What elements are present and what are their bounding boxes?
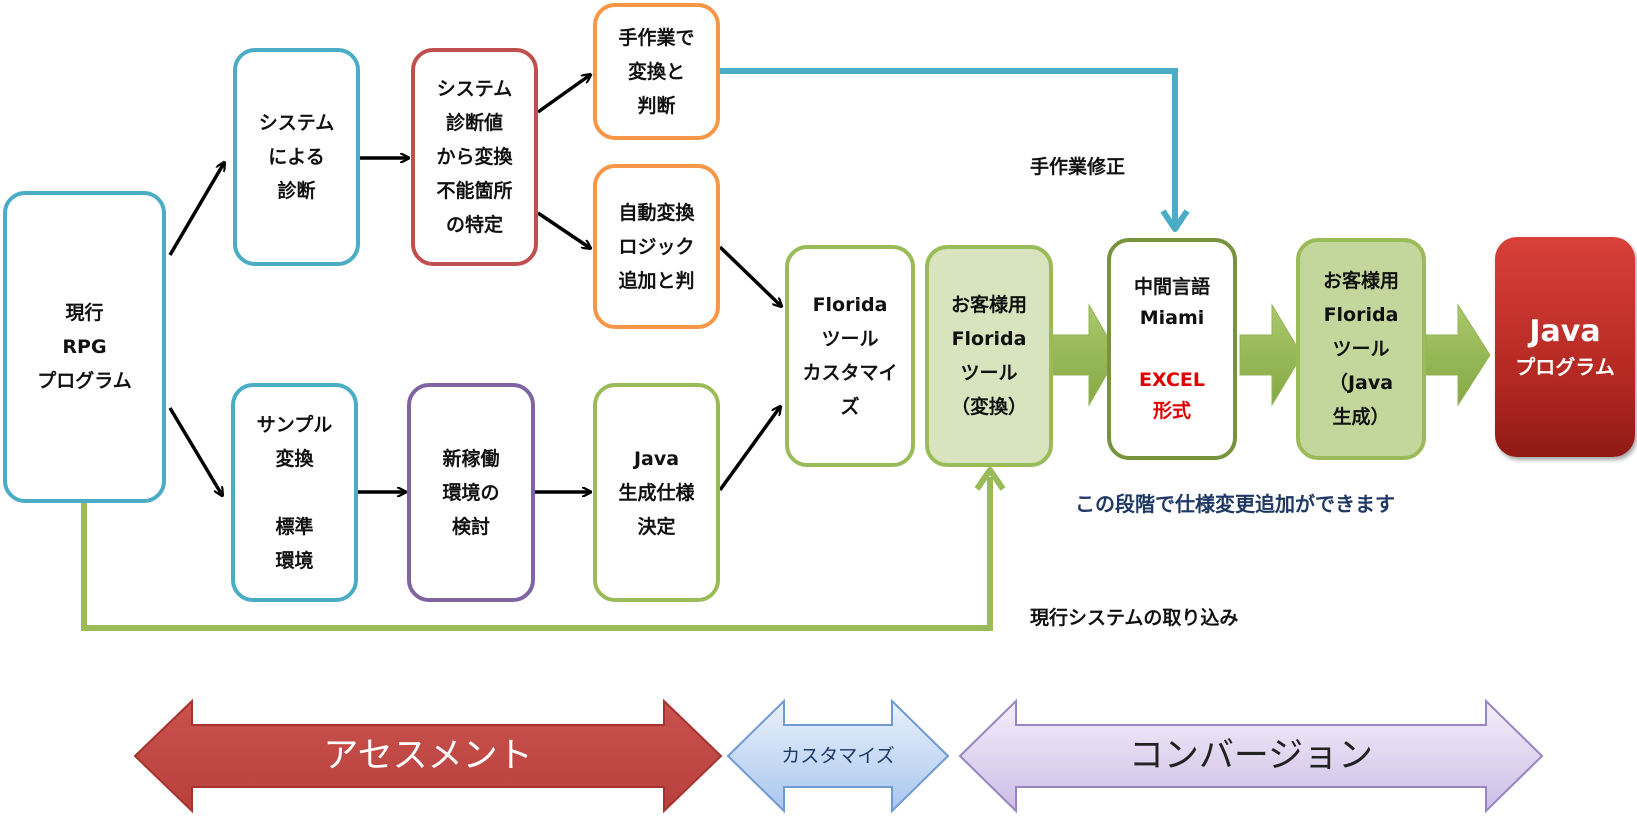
box-sample-conversion: サンプル 変換 標準 環境 (231, 383, 358, 602)
arrow-points-to-manual (536, 75, 590, 114)
import-current-system-label: 現行システムの取り込み (1030, 607, 1239, 629)
manual-fix-label: 手作業修正 (1030, 156, 1126, 178)
import-arrowhead (974, 467, 1006, 491)
excel-format-label: EXCEL (1139, 368, 1205, 391)
arrow-spec-to-customize (718, 407, 780, 492)
phase-arrow-assessment (133, 698, 723, 814)
box-current-rpg-program: 現行 RPG プログラム (3, 191, 166, 503)
phase-label-assessment: アセスメント (323, 736, 533, 776)
phase-arrow-customize (726, 698, 950, 814)
phase-label-conversion: コンバージョン (1128, 736, 1374, 776)
phase-arrow-conversion (958, 698, 1544, 814)
block-arrow-java-gen-to-program (1425, 303, 1491, 407)
box-customer-florida-java: お客様用 Florida ツール （Java 生成） (1296, 238, 1426, 460)
box-new-environment: 新稼働 環境の 検討 (407, 383, 535, 602)
block-arrow-miami-to-java-gen (1239, 303, 1303, 407)
box-manual-conversion: 手作業で 変換と 判断 (593, 3, 720, 140)
box-intermediate-language-miami: 中間言語 Miami EXCEL 形式 (1107, 238, 1237, 460)
box-java-program: Java プログラム (1495, 237, 1635, 457)
arrow-program-to-sample (168, 407, 222, 495)
phase-label-customize: カスタマイズ (781, 745, 895, 767)
box-customer-florida-convert: お客様用 Florida ツール （変換） (925, 245, 1053, 467)
arrow-auto-to-customize (718, 245, 781, 306)
box-java-spec: Java 生成仕様 決定 (593, 383, 720, 602)
manual-fix-arrowhead (1160, 209, 1190, 232)
spec-change-note: この段階で仕様変更追加ができます (1075, 492, 1395, 516)
arrow-program-to-diagnosis (168, 163, 224, 256)
box-system-diagnosis: システム による 診断 (233, 48, 360, 266)
manual-fix-connector (720, 68, 1178, 225)
block-arrow-florida-to-miami (1052, 303, 1119, 407)
box-florida-customize: Florida ツール カスタマイ ズ (785, 245, 915, 467)
box-auto-conversion-logic: 自動変換 ロジック 追加と判 (593, 164, 720, 329)
import-connector (81, 477, 993, 631)
box-unconvertible-points: システム 診断値 から変換 不能箇所 の特定 (411, 48, 538, 266)
arrow-points-to-auto (537, 211, 590, 248)
